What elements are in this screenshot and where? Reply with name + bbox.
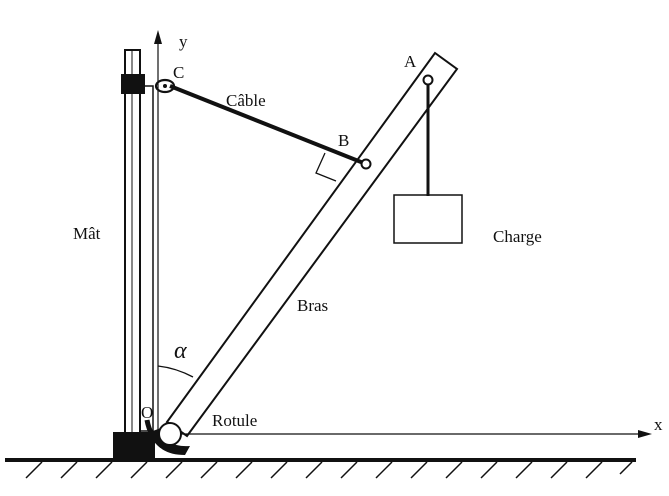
mast <box>113 49 155 461</box>
load-label: Charge <box>493 227 542 246</box>
y-axis <box>154 30 162 440</box>
ground <box>5 458 636 479</box>
x-axis <box>160 430 652 438</box>
arm-label: Bras <box>297 296 328 315</box>
cable <box>169 84 367 166</box>
mast-label: Mât <box>73 224 101 243</box>
y-axis-label: y <box>179 32 188 51</box>
joint-label: Rotule <box>212 411 257 430</box>
pin-b <box>360 158 372 170</box>
mast-foot-block <box>113 432 155 460</box>
angle-label: α <box>174 338 187 364</box>
load-box <box>393 194 463 244</box>
angle-arc <box>157 365 194 378</box>
point-o-label: O <box>141 403 153 422</box>
point-a-label: A <box>404 52 417 71</box>
x-axis-label: x <box>654 415 663 434</box>
point-c-label: C <box>173 63 184 82</box>
mast-top-block <box>121 74 145 94</box>
point-b-label: B <box>338 131 349 150</box>
right-angle-marker <box>315 152 337 182</box>
cable-label: Câble <box>226 91 266 110</box>
ball-joint <box>144 419 190 455</box>
arm <box>165 51 459 438</box>
load-suspension <box>422 74 434 196</box>
